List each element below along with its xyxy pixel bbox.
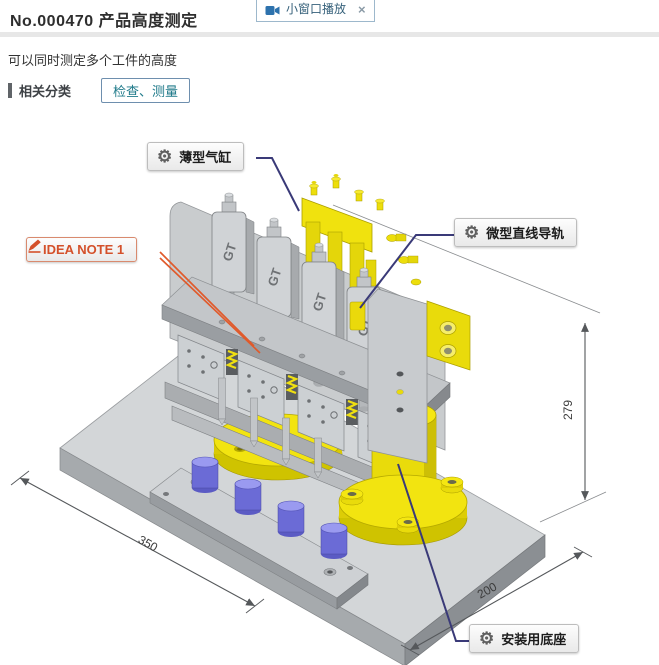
callout-label: 安装用底座 [501, 632, 567, 647]
indicator-marking: GT [265, 266, 285, 288]
header-divider [0, 32, 659, 37]
indicator-marking: GT [220, 241, 240, 263]
indicator-marking: GT [310, 291, 330, 313]
column-bracket [426, 300, 471, 371]
dimension-279-label: 279 [561, 400, 575, 420]
gear-icon: ⚙ [157, 146, 173, 166]
page-title: No.000470 产品高度测定 [10, 13, 198, 30]
category-row: 相关分类 检查、测量 [8, 78, 191, 103]
callout-label: IDEA NOTE 1 [43, 242, 125, 257]
small-window-play-label: 小窗口播放 [286, 2, 347, 16]
cad-drawing-area: GT GT GT [0, 110, 659, 665]
gear-icon: ⚙ [479, 628, 495, 648]
dimension-350-label: 350 [136, 533, 161, 555]
spring-coil [285, 374, 299, 395]
callout-leader-lines [159, 157, 469, 642]
spring-coil [225, 349, 239, 370]
page-subtitle: 可以同时测定多个工件的高度 [8, 53, 178, 68]
callout-label: 薄型气缸 [179, 150, 232, 165]
callout-linear-guide[interactable]: ⚙ 微型直线导轨 [454, 218, 578, 247]
category-marker-bar [8, 83, 12, 98]
pneumatic-fittings [309, 174, 422, 286]
callout-idea-note-1[interactable]: IDEA NOTE 1 [26, 237, 138, 262]
linear-guide-block [349, 301, 366, 331]
column-face-plate [367, 288, 428, 464]
bolt-boss [440, 476, 464, 494]
callout-thin-cylinder[interactable]: ⚙ 薄型气缸 [147, 142, 245, 171]
video-camera-icon [265, 5, 280, 17]
measuring-probes [218, 377, 322, 479]
bolt-boss [396, 516, 420, 534]
close-icon[interactable]: × [358, 2, 366, 17]
small-window-play-button[interactable]: 小窗口播放 × [256, 0, 375, 22]
bolt-boss [340, 488, 364, 506]
callout-label: 微型直线导轨 [486, 226, 565, 241]
cad-illustration: GT GT GT [10, 157, 607, 665]
category-label: 相关分类 [19, 84, 72, 99]
dimension-279: 279 [332, 204, 607, 523]
spring-coil [345, 399, 359, 420]
gear-icon: ⚙ [464, 222, 480, 242]
category-link-inspection-measurement[interactable]: 检查、测量 [101, 78, 191, 103]
callout-mounting-base[interactable]: ⚙ 安装用底座 [469, 624, 580, 653]
